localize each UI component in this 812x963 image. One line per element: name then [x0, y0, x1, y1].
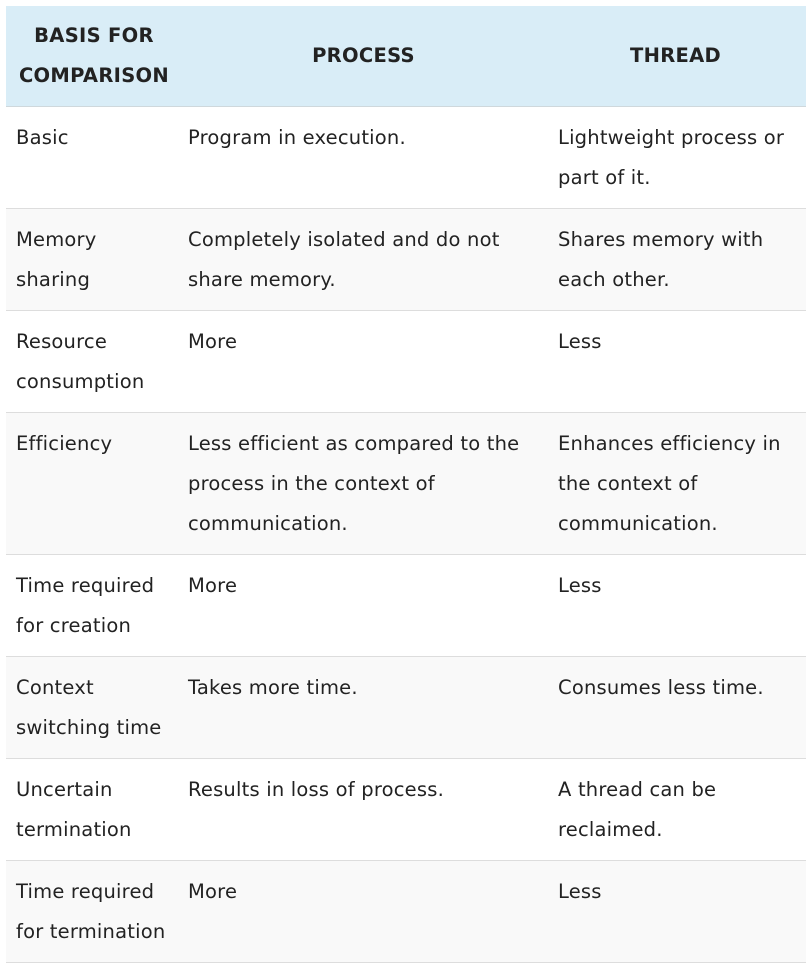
process-cell: More — [182, 310, 545, 413]
table-row: Memory sharing Completely isolated and d… — [6, 208, 806, 311]
table-row: Uncertain termination Results in loss of… — [6, 758, 806, 861]
basis-cell: Resource consumption — [6, 310, 182, 413]
table-row: Time required for termination More Less — [6, 860, 806, 963]
process-cell: Takes more time. — [182, 656, 545, 759]
basis-cell: Time required for termination — [6, 860, 182, 963]
process-cell: More — [182, 860, 545, 963]
header-basis: BASIS FOR COMPARISON — [6, 6, 182, 107]
table-row: Basic Program in execution. Lightweight … — [6, 106, 806, 209]
table-row: Context switching time Takes more time. … — [6, 656, 806, 759]
process-cell: Completely isolated and do not share mem… — [182, 208, 545, 311]
thread-cell: Shares memory with each other. — [545, 208, 806, 311]
thread-cell: A thread can be reclaimed. — [545, 758, 806, 861]
basis-cell: Basic — [6, 106, 182, 209]
header-process: PROCESS — [182, 6, 545, 107]
table-row: Time required for creation More Less — [6, 554, 806, 657]
thread-cell: Less — [545, 554, 806, 657]
comparison-table-container: BASIS FOR COMPARISON PROCESS THREAD Basi… — [6, 6, 806, 963]
table-header-row: BASIS FOR COMPARISON PROCESS THREAD — [6, 6, 806, 107]
basis-cell: Uncertain termination — [6, 758, 182, 861]
basis-cell: Time required for creation — [6, 554, 182, 657]
thread-cell: Consumes less time. — [545, 656, 806, 759]
thread-cell: Less — [545, 310, 806, 413]
table-row: Efficiency Less efficient as compared to… — [6, 412, 806, 555]
process-cell: More — [182, 554, 545, 657]
process-vs-thread-table: BASIS FOR COMPARISON PROCESS THREAD Basi… — [6, 6, 806, 963]
process-cell: Results in loss of process. — [182, 758, 545, 861]
thread-cell: Less — [545, 860, 806, 963]
table-row: Resource consumption More Less — [6, 310, 806, 413]
thread-cell: Lightweight process or part of it. — [545, 106, 806, 209]
basis-cell: Memory sharing — [6, 208, 182, 311]
thread-cell: Enhances efficiency in the context of co… — [545, 412, 806, 555]
process-cell: Less efficient as compared to the proces… — [182, 412, 545, 555]
header-thread: THREAD — [545, 6, 806, 107]
basis-cell: Efficiency — [6, 412, 182, 555]
basis-cell: Context switching time — [6, 656, 182, 759]
process-cell: Program in execution. — [182, 106, 545, 209]
